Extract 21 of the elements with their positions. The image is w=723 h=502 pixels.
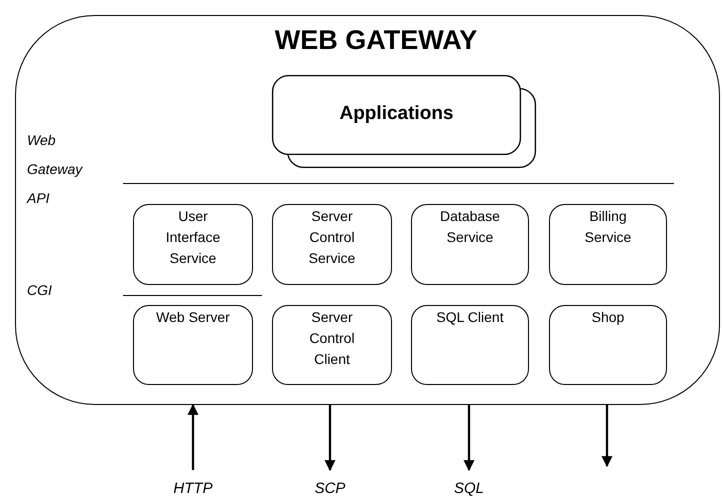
protocol-label: HTTP <box>173 479 213 499</box>
arrow <box>602 405 612 468</box>
gateway-container <box>15 15 720 405</box>
box-label: Applications <box>338 102 454 126</box>
service-box: SQL Client <box>411 305 529 385</box>
protocol-label: SQL <box>454 479 484 499</box>
arrow <box>188 404 198 470</box>
interface-label: CGI <box>27 281 53 300</box>
protocol-label: SCP <box>314 479 346 499</box>
service-box: Web Server <box>133 305 253 385</box>
service-box: Server Control Service <box>272 204 392 285</box>
service-box: User Interface Service <box>133 204 253 285</box>
service-box: Billing Service <box>549 204 667 285</box>
arrow <box>324 405 336 472</box>
service-box: Server Control Client <box>272 305 392 385</box>
interface-label: Web Gateway API <box>27 131 84 208</box>
service-box: Shop <box>549 305 667 385</box>
stacked-application-boxes <box>272 75 536 168</box>
container-label: WEB GATEWAY <box>274 24 478 56</box>
arrow <box>464 405 474 472</box>
service-box: Database Service <box>411 204 529 285</box>
